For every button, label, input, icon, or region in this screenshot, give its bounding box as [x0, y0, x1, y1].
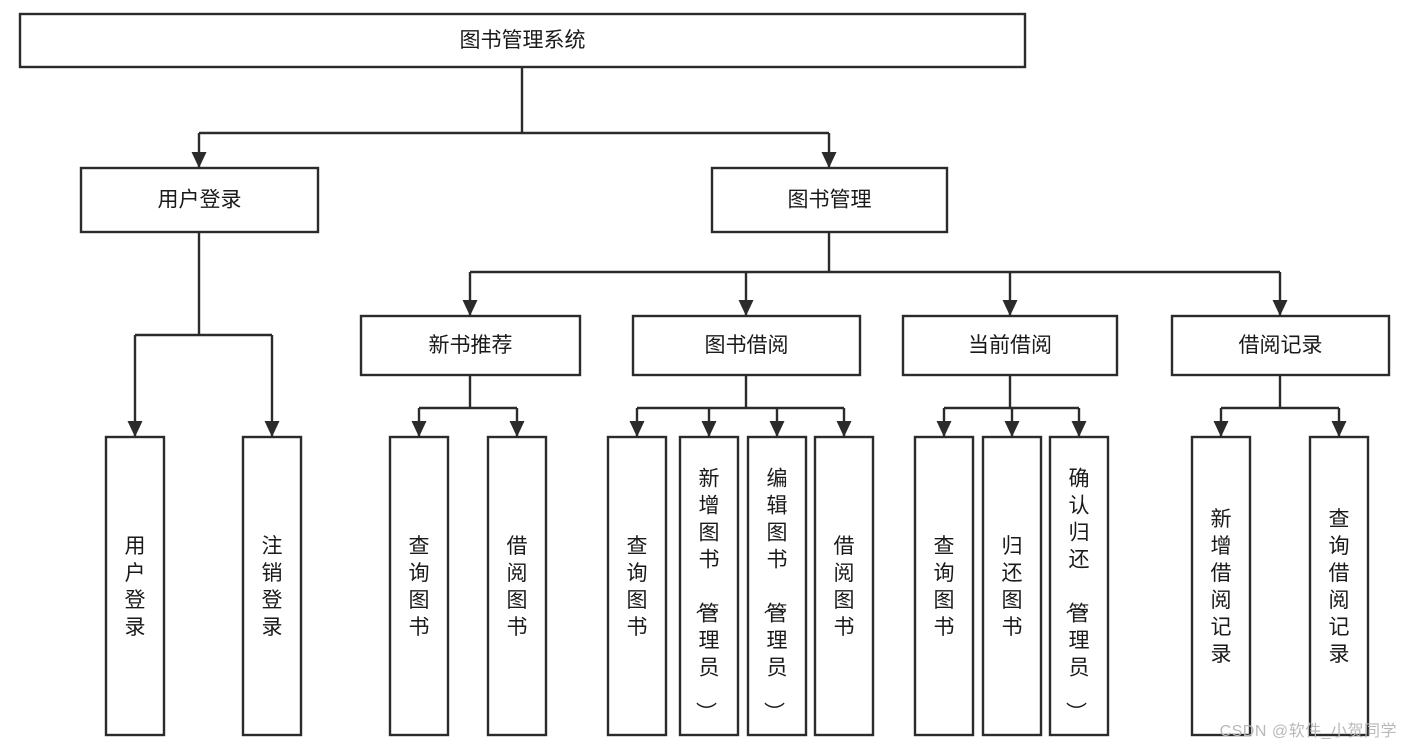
arrow-head-icon — [1002, 300, 1018, 316]
arrow-head-icon — [769, 421, 785, 437]
node-label-leaf-query-book-borrow: 查询图书 — [627, 535, 648, 639]
node-book-management[interactable]: 图书管理 — [710, 166, 949, 234]
arrow-head-icon — [821, 152, 837, 168]
node-leaf-add-borrow-record[interactable]: 新增借阅记录 — [1190, 435, 1252, 737]
node-label-root: 图书管理系统 — [460, 29, 586, 52]
arrow-head-icon — [738, 300, 754, 316]
node-user-login[interactable]: 用户登录 — [79, 166, 320, 234]
node-box-leaf-borrow-book-rec[interactable] — [486, 435, 548, 737]
node-label-leaf-query-book-rec: 查询图书 — [409, 535, 430, 639]
node-box-leaf-edit-book-admin[interactable] — [746, 435, 808, 737]
node-label-leaf-confirm-return-admin: 确认归还（管理员） — [1064, 468, 1090, 723]
arrow-head-icon — [127, 421, 143, 437]
arrow-head-icon — [1213, 421, 1229, 437]
node-box-leaf-user-login[interactable] — [104, 435, 166, 737]
arrow-head-icon — [462, 300, 478, 316]
node-root[interactable]: 图书管理系统 — [18, 12, 1027, 69]
node-book-borrow[interactable]: 图书借阅 — [631, 314, 862, 377]
node-label-leaf-borrow-book: 借阅图书 — [834, 535, 855, 639]
arrow-head-icon — [1004, 421, 1020, 437]
node-leaf-query-borrow-record[interactable]: 查询借阅记录 — [1308, 435, 1370, 737]
node-leaf-edit-book-admin[interactable]: 编辑图书（管理员） — [746, 435, 808, 737]
node-leaf-query-book-current[interactable]: 查询图书 — [913, 435, 975, 737]
node-leaf-logout[interactable]: 注销登录 — [241, 435, 303, 737]
node-label-new-book-recommend: 新书推荐 — [429, 334, 513, 357]
arrow-head-icon — [1331, 421, 1347, 437]
node-box-root[interactable] — [18, 12, 1027, 69]
node-label-book-management: 图书管理 — [788, 189, 872, 212]
arrow-head-icon — [264, 421, 280, 437]
node-label-leaf-return-book: 归还图书 — [1002, 535, 1023, 639]
node-label-leaf-add-borrow-record: 新增借阅记录 — [1211, 508, 1232, 666]
node-box-current-borrow[interactable] — [901, 314, 1119, 377]
node-new-book-recommend[interactable]: 新书推荐 — [359, 314, 582, 377]
node-label-borrow-record: 借阅记录 — [1239, 334, 1323, 357]
node-label-current-borrow: 当前借阅 — [968, 334, 1052, 357]
arrow-head-icon — [411, 421, 427, 437]
node-box-leaf-add-borrow-record[interactable] — [1190, 435, 1252, 737]
node-box-borrow-record[interactable] — [1170, 314, 1391, 377]
node-box-book-management[interactable] — [710, 166, 949, 234]
node-leaf-return-book[interactable]: 归还图书 — [981, 435, 1043, 737]
node-borrow-record[interactable]: 借阅记录 — [1170, 314, 1391, 377]
arrow-head-icon — [1071, 421, 1087, 437]
node-label-leaf-edit-book-admin: 编辑图书（管理员） — [762, 468, 788, 723]
node-leaf-borrow-book-rec[interactable]: 借阅图书 — [486, 435, 548, 737]
node-box-leaf-return-book[interactable] — [981, 435, 1043, 737]
arrow-head-icon — [629, 421, 645, 437]
node-leaf-add-book-admin[interactable]: 新增图书（管理员） — [678, 435, 740, 737]
arrow-head-icon — [1272, 300, 1288, 316]
arrow-head-icon — [191, 152, 207, 168]
nodes-layer: 图书管理系统用户登录图书管理新书推荐图书借阅当前借阅借阅记录用户登录注销登录查询… — [18, 12, 1391, 737]
arrow-head-icon — [936, 421, 952, 437]
node-label-leaf-user-login: 用户登录 — [125, 535, 146, 639]
node-box-book-borrow[interactable] — [631, 314, 862, 377]
arrow-head-icon — [836, 421, 852, 437]
node-box-leaf-query-borrow-record[interactable] — [1308, 435, 1370, 737]
node-label-leaf-query-borrow-record: 查询借阅记录 — [1329, 508, 1350, 666]
node-box-user-login[interactable] — [79, 166, 320, 234]
arrow-head-icon — [509, 421, 525, 437]
node-label-leaf-add-book-admin: 新增图书（管理员） — [694, 468, 720, 723]
node-leaf-borrow-book[interactable]: 借阅图书 — [813, 435, 875, 737]
node-leaf-user-login[interactable]: 用户登录 — [104, 435, 166, 737]
node-label-leaf-logout: 注销登录 — [262, 535, 283, 639]
connectors-layer — [127, 67, 1347, 437]
node-box-leaf-logout[interactable] — [241, 435, 303, 737]
node-current-borrow[interactable]: 当前借阅 — [901, 314, 1119, 377]
node-box-new-book-recommend[interactable] — [359, 314, 582, 377]
node-box-leaf-query-book-rec[interactable] — [388, 435, 450, 737]
node-label-leaf-query-book-current: 查询图书 — [934, 535, 955, 639]
node-leaf-query-book-rec[interactable]: 查询图书 — [388, 435, 450, 737]
node-box-leaf-add-book-admin[interactable] — [678, 435, 740, 737]
node-label-book-borrow: 图书借阅 — [705, 334, 789, 357]
node-box-leaf-query-book-current[interactable] — [913, 435, 975, 737]
node-label-user-login: 用户登录 — [158, 189, 242, 212]
node-box-leaf-borrow-book[interactable] — [813, 435, 875, 737]
node-label-leaf-borrow-book-rec: 借阅图书 — [507, 535, 528, 639]
arrow-head-icon — [701, 421, 717, 437]
node-box-leaf-query-book-borrow[interactable] — [606, 435, 668, 737]
node-leaf-confirm-return-admin[interactable]: 确认归还（管理员） — [1048, 435, 1110, 737]
node-box-leaf-confirm-return-admin[interactable] — [1048, 435, 1110, 737]
node-leaf-query-book-borrow[interactable]: 查询图书 — [606, 435, 668, 737]
